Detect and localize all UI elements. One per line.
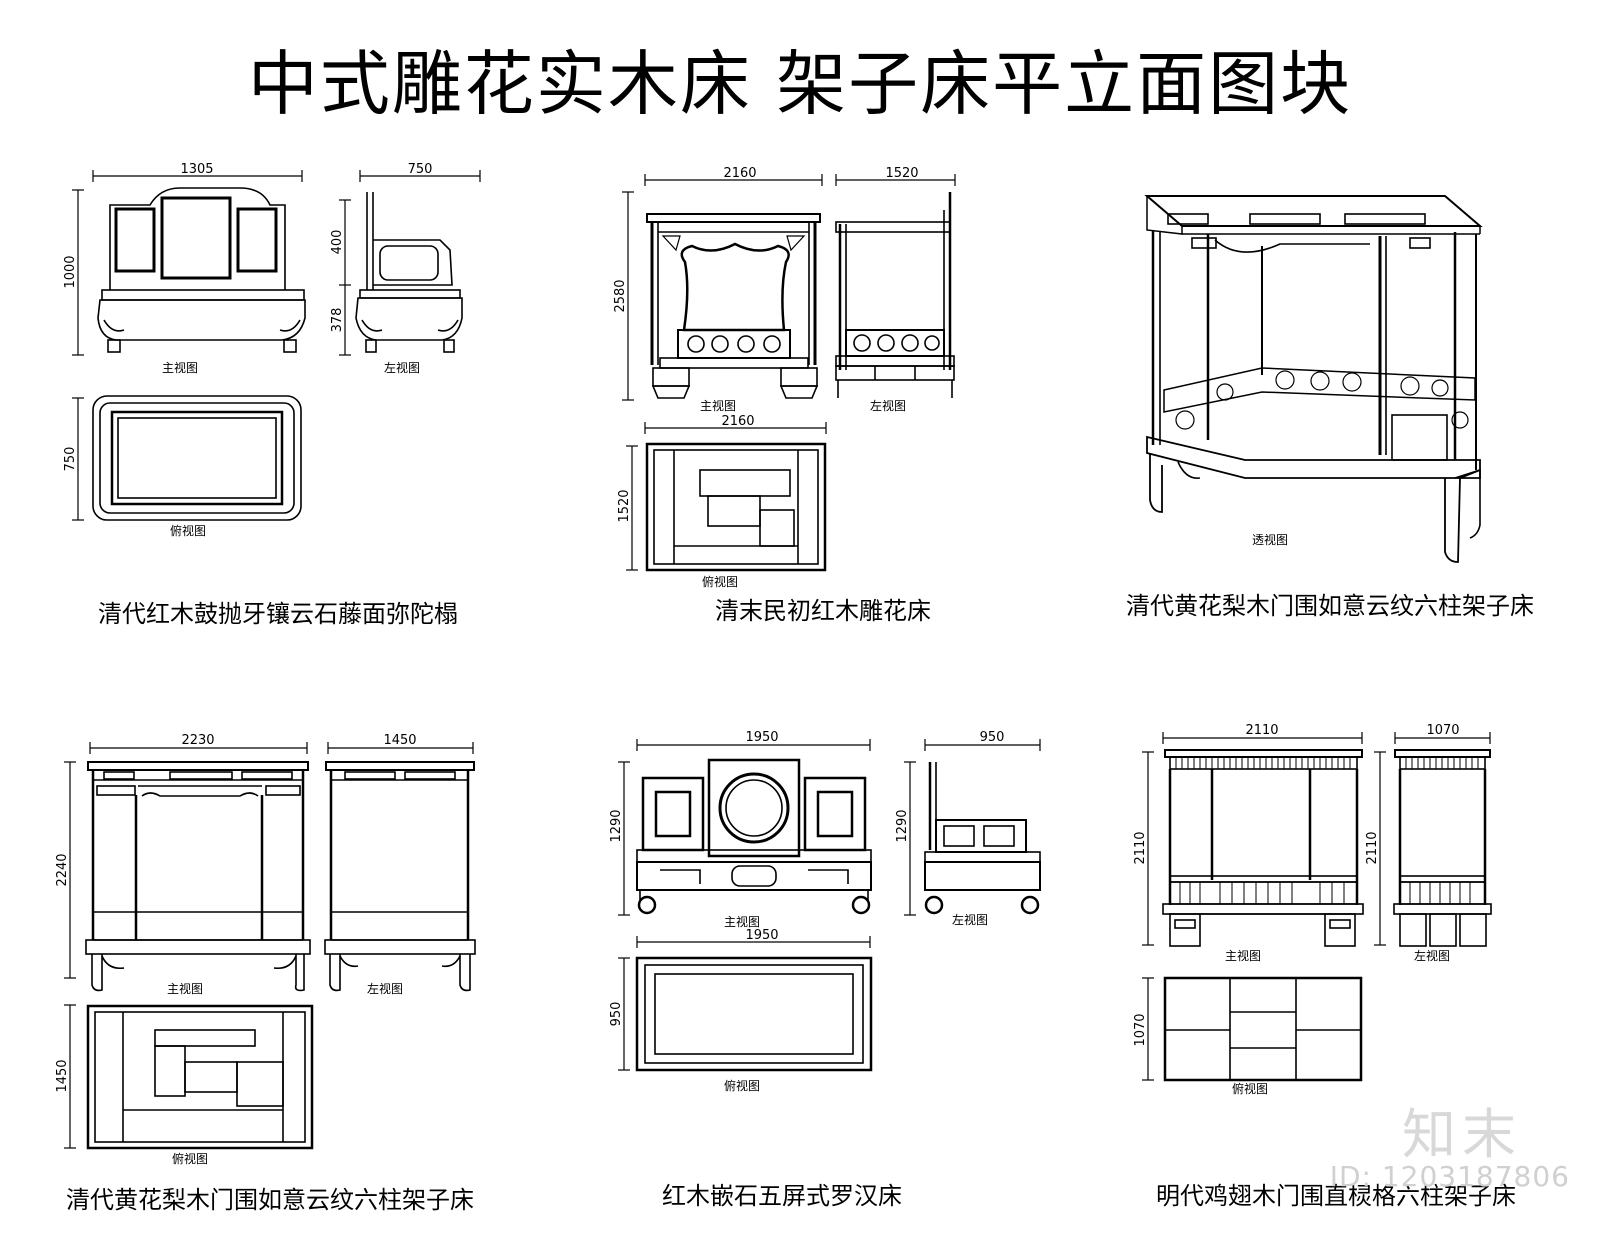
- view-label: 左视图: [367, 981, 403, 996]
- bed-5-drawing: 1950 1290 950 1290 1950 950: [609, 730, 1041, 1093]
- bed-caption: 清代红木鼓抛牙镶云石藤面弥陀榻: [98, 600, 458, 628]
- watermark-logo: 知末: [1402, 1103, 1522, 1166]
- dim-text: 378: [330, 308, 345, 333]
- top-view: [645, 442, 827, 572]
- dim-text: 2160: [723, 166, 756, 181]
- dim-text: 400: [330, 230, 345, 255]
- view-label: 俯视图: [172, 1151, 208, 1166]
- top-view: [86, 1004, 314, 1150]
- dimension-line: [622, 174, 956, 571]
- side-view: [835, 192, 955, 398]
- dim-text: 2580: [613, 279, 628, 312]
- bed-2-drawing: 2160 2580 1520 2160 1520: [613, 166, 956, 589]
- dimension-line: [618, 739, 1041, 1071]
- view-label: 左视图: [870, 398, 906, 413]
- view-label: 俯视图: [170, 523, 206, 538]
- view-label: 主视图: [1225, 948, 1261, 963]
- view-label: 左视图: [1414, 948, 1450, 963]
- view-label: 主视图: [162, 360, 198, 375]
- view-label: 俯视图: [1232, 1081, 1268, 1096]
- bed-4-drawing: 2230 2240 1450 1450: [55, 733, 476, 1166]
- dim-text: 1950: [745, 730, 778, 745]
- front-view: [85, 761, 311, 992]
- dim-text: 2110: [1133, 831, 1148, 864]
- view-label: 主视图: [700, 398, 736, 413]
- dim-text: 1000: [63, 255, 78, 288]
- dim-text: 1520: [617, 489, 632, 522]
- bed-caption: 清代黄花梨木门围如意云纹六柱架子床: [1126, 592, 1534, 620]
- view-label: 俯视图: [724, 1078, 760, 1093]
- dim-text: 2160: [721, 414, 754, 429]
- bed-caption: 明代鸡翅木门围直棂格六柱架子床: [1156, 1182, 1516, 1210]
- view-label: 主视图: [167, 981, 203, 996]
- view-label: 主视图: [724, 914, 760, 929]
- top-view: [92, 395, 302, 521]
- side-view: [924, 762, 1041, 915]
- dim-text: 2110: [1245, 723, 1278, 738]
- dim-text: 950: [609, 1002, 624, 1027]
- front-view: [646, 213, 821, 399]
- dimension-line: [1142, 732, 1491, 1081]
- dim-text: 750: [408, 162, 433, 177]
- sheet-title: 中式雕花实木床 架子床平立面图块: [247, 43, 1353, 125]
- dim-text: 1450: [383, 733, 416, 748]
- bed-caption: 清末民初红木雕花床: [715, 597, 931, 625]
- dim-text: 1950: [745, 928, 778, 943]
- dim-text: 2230: [181, 733, 214, 748]
- view-label: 左视图: [952, 912, 988, 927]
- dimension-line: [64, 742, 474, 1149]
- dim-text: 2240: [55, 853, 70, 886]
- view-label: 透视图: [1252, 532, 1288, 547]
- dim-text: 1290: [609, 809, 624, 842]
- bed-caption: 清代黄花梨木门围如意云纹六柱架子床: [66, 1186, 474, 1214]
- side-view: [324, 761, 476, 992]
- dim-text: 1520: [885, 166, 918, 181]
- dim-text: 2110: [1365, 831, 1380, 864]
- front-view: [1162, 749, 1364, 947]
- side-view: [355, 192, 463, 353]
- top-view: [635, 956, 873, 1072]
- dim-text: 1450: [55, 1059, 70, 1092]
- carved-railing: [1175, 370, 1469, 430]
- dimension-line: [72, 170, 481, 521]
- bed-1-drawing: 1305 1000 750 400 378 750: [63, 162, 481, 538]
- dim-text: 1305: [180, 162, 213, 177]
- front-view: [97, 187, 306, 353]
- watermark-id: ID: 1203187806: [1329, 1160, 1570, 1193]
- top-view: [1163, 976, 1363, 1082]
- bed-6-drawing: 2110 2110 1070 2110 1070: [1133, 723, 1492, 1096]
- view-label: 左视图: [384, 360, 420, 375]
- dim-text: 1290: [895, 809, 910, 842]
- front-view: [636, 758, 872, 915]
- dim-text: 950: [980, 730, 1005, 745]
- dim-text: 750: [63, 447, 78, 472]
- dim-text: 1070: [1426, 723, 1459, 738]
- bed-caption: 红木嵌石五屏式罗汉床: [662, 1182, 902, 1210]
- bed-3-drawing: 透视图: [1144, 195, 1483, 563]
- view-label: 俯视图: [702, 574, 738, 589]
- side-view: [1393, 749, 1492, 947]
- dim-text: 1070: [1133, 1013, 1148, 1046]
